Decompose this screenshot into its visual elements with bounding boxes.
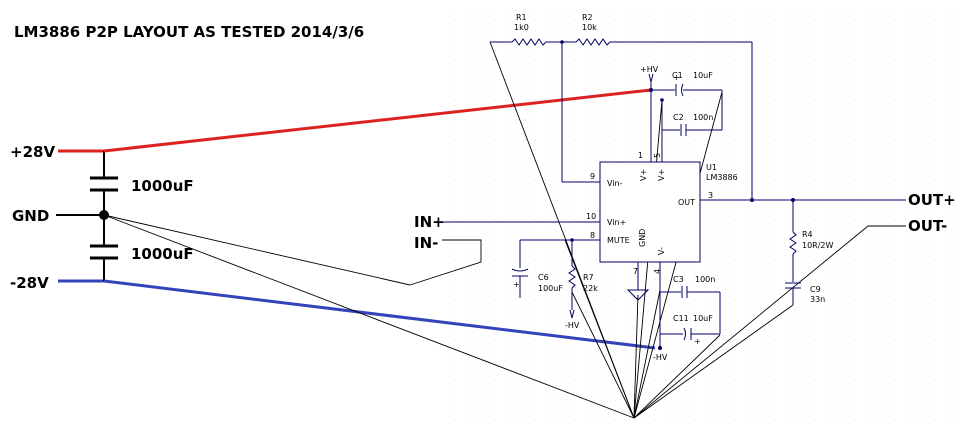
c11-value: 10uF <box>693 314 713 323</box>
ground-star-wires <box>103 41 906 419</box>
hv-mute-label: -HV <box>565 321 580 330</box>
c1-value: 10uF <box>693 71 713 80</box>
star-to-out-minus <box>633 225 869 419</box>
c1-plate-2 <box>681 83 684 97</box>
c3-ref: C3 <box>673 275 684 284</box>
star-to-mute-cap <box>564 239 635 419</box>
star-to-r7 <box>571 291 635 419</box>
schematic-title: LM3886 P2P LAYOUT AS TESTED 2014/3/6 <box>14 23 364 41</box>
ground-symbol <box>626 289 650 301</box>
r7-value: 22k <box>583 284 598 293</box>
mute-network: + C6 100uF R7 22k -HV <box>511 238 600 330</box>
hv-top-arrow <box>648 73 654 83</box>
zobel-network: R4 10R/2W C9 33n <box>785 200 834 305</box>
c9-ref: C9 <box>810 285 821 294</box>
c1-ref: C1 <box>672 71 683 80</box>
in-minus-lead <box>409 239 482 286</box>
c6-plate-1 <box>511 268 529 272</box>
c2-value: 100n <box>693 113 713 122</box>
pin-mute-label: MUTE <box>607 236 630 245</box>
cap-bottom-value: 1000uF <box>131 245 194 263</box>
c9-value: 33n <box>810 295 825 304</box>
pin-vplus-b-label: V+ <box>657 169 666 181</box>
r7-resistor <box>568 265 576 289</box>
supply-section: +28V GND -28V 1000uF 1000uF <box>10 143 194 292</box>
r1-ref: R1 <box>516 13 527 22</box>
u1-body <box>599 161 701 263</box>
c6-value: 100uF <box>538 284 563 293</box>
pos-rail-label: +28V <box>10 143 55 161</box>
c3-value: 100n <box>695 275 715 284</box>
star-to-c11 <box>633 334 721 419</box>
c11-ref: C11 <box>673 314 689 323</box>
cap-top-value: 1000uF <box>131 177 194 195</box>
output-node <box>750 198 754 202</box>
hv-bottom-node <box>658 346 662 350</box>
pin-gnd-label: GND <box>638 229 647 247</box>
c6-plus: + <box>513 280 520 289</box>
r4-resistor <box>789 231 797 255</box>
pin-vplus-a-label: V+ <box>639 169 648 181</box>
pin-vin-minus-label: Vin- <box>607 179 623 188</box>
dotted-grid <box>455 9 956 421</box>
star-to-gnd-pin <box>633 294 639 419</box>
star-to-c9 <box>633 304 794 419</box>
pin7-num: 7 <box>633 267 638 276</box>
negative-supply-decoupling: C3 100n + C11 10uF -HV <box>653 262 721 362</box>
hv-bottom-label: -HV <box>653 353 668 362</box>
r2-value: 10k <box>582 23 597 32</box>
star-to-c3 <box>633 289 661 419</box>
feedback-network: R1 1k0 R2 10k <box>490 13 753 200</box>
r2-resistor <box>575 38 611 46</box>
pos-supply-run <box>103 88 652 153</box>
pin-vminus-label: V- <box>657 247 666 255</box>
hv-top-label: +HV <box>640 65 659 74</box>
gnd-wire-to-star <box>103 214 635 419</box>
pin-vin-plus-label: Vin+ <box>607 218 626 227</box>
c1-plus: + <box>673 73 680 82</box>
u1-ref: U1 <box>706 163 717 172</box>
pin3-num: 3 <box>708 191 713 200</box>
out-minus-label: OUT- <box>908 217 947 235</box>
positive-supply-decoupling: +HV + C1 10uF C2 100n <box>640 65 723 162</box>
r4-value: 10R/2W <box>802 241 834 250</box>
neg-supply-run <box>103 279 656 350</box>
c11-plus: + <box>694 337 701 346</box>
pin8-num: 8 <box>590 231 595 240</box>
r4-ref: R4 <box>802 230 813 239</box>
r2-ref: R2 <box>582 13 593 22</box>
pin5-num: 5 <box>653 153 662 158</box>
pin5-node <box>660 98 664 102</box>
c11-plate-1 <box>683 327 686 341</box>
grid-dots <box>455 9 956 421</box>
u1-value: LM3886 <box>706 173 738 182</box>
r1-resistor <box>511 38 547 46</box>
c2-ref: C2 <box>673 113 684 122</box>
r1-value: 1k0 <box>514 23 529 32</box>
pin10-num: 10 <box>586 212 596 221</box>
pin-out-label: OUT <box>678 198 695 207</box>
out-plus-label: OUT+ <box>908 191 956 209</box>
c6-ref: C6 <box>538 273 549 282</box>
in-plus-label: IN+ <box>414 213 445 231</box>
pin9-num: 9 <box>590 172 595 181</box>
lm3886-chip: U1 LM3886 Vin- Vin+ MUTE OUT GND V+ V+ V… <box>442 151 906 301</box>
gnd-wire-to-input <box>103 214 411 286</box>
gnd-rail-label: GND <box>12 207 49 225</box>
hv-mute-arrow <box>569 309 575 319</box>
neg-rail-label: -28V <box>10 274 49 292</box>
r7-ref: R7 <box>583 273 594 282</box>
pin4-num: 4 <box>653 269 662 274</box>
pin1-num: 1 <box>638 151 643 160</box>
in-minus-label: IN- <box>414 234 438 252</box>
